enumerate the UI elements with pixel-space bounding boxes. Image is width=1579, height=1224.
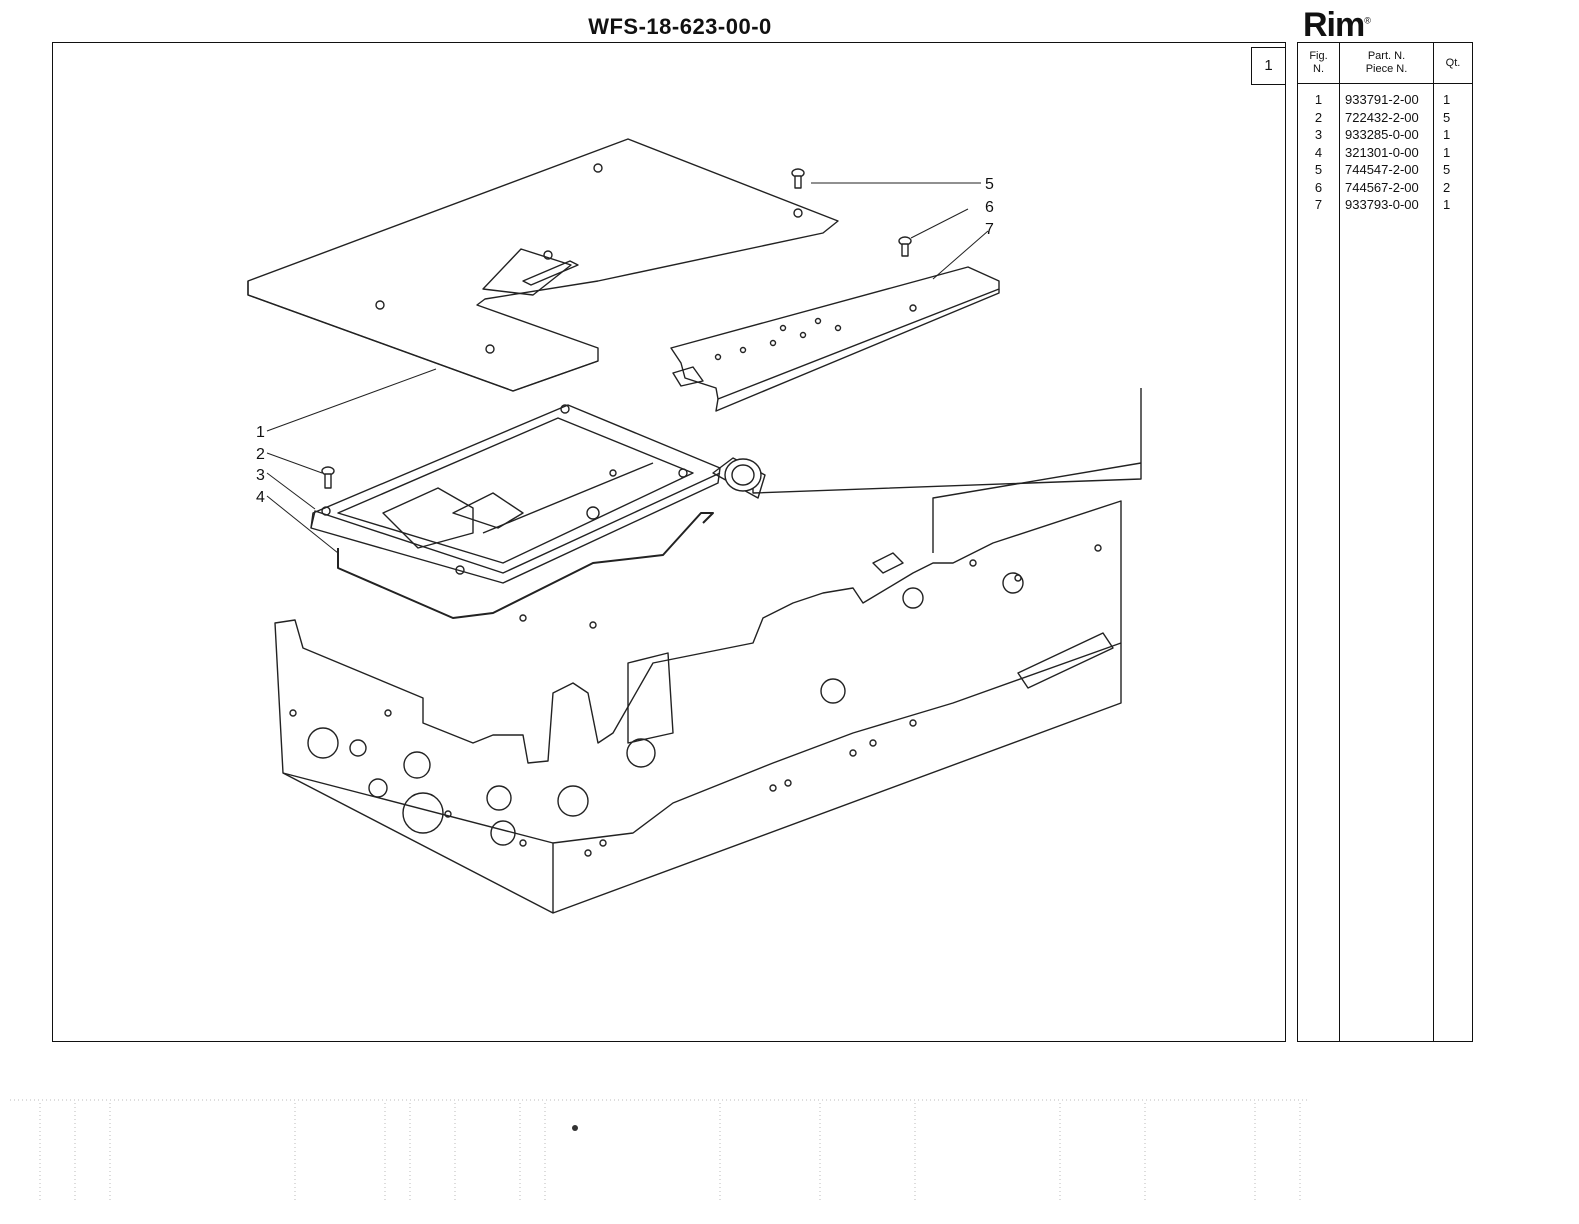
- table-row: 1 933791-2-00 1: [1298, 91, 1472, 109]
- table-row: 4 321301-0-00 1: [1298, 144, 1472, 162]
- parts-list-table: Fig. N. Part. N. Piece N. Qt. 1 933791-2-…: [1297, 42, 1473, 1042]
- callout-7: 7: [985, 221, 994, 238]
- header-divider: [1298, 83, 1472, 84]
- part-number-cell: 744567-2-00: [1345, 179, 1435, 197]
- quantity-cell: 1: [1443, 196, 1455, 214]
- fig-number-cell: 1: [1298, 91, 1339, 109]
- part-number-cell: 933793-0-00: [1345, 196, 1435, 214]
- quantity-cell: 2: [1443, 179, 1455, 197]
- registered-mark: ®: [1364, 16, 1370, 26]
- table-row: 6 744567-2-00 2: [1298, 179, 1472, 197]
- fig-number-cell: 3: [1298, 126, 1339, 144]
- screw-part-2: [322, 467, 334, 488]
- document-title: WFS-18-623-00-0: [540, 14, 820, 40]
- scan-artifact-strip: [0, 1098, 1579, 1208]
- drawing-frame: 1: [52, 42, 1286, 1042]
- header-part-number: Part. N. Piece N.: [1340, 43, 1433, 83]
- quantity-cell: 5: [1443, 109, 1455, 127]
- callout-4: 4: [256, 489, 265, 506]
- side-strip: [671, 267, 999, 411]
- header-quantity: Qt.: [1434, 43, 1472, 83]
- parts-rows: 1 933791-2-00 1 2 722432-2-00 5 3 933285-0-00…: [1298, 91, 1472, 214]
- table-row: 2 722432-2-00 5: [1298, 109, 1472, 127]
- callout-5: 5: [985, 176, 994, 193]
- fig-number-cell: 5: [1298, 161, 1339, 179]
- fig-number-cell: 6: [1298, 179, 1339, 197]
- screw-part-6: [899, 237, 911, 256]
- screw-part-5: [792, 169, 804, 188]
- fig-number-cell: 4: [1298, 144, 1339, 162]
- quantity-cell: 1: [1443, 126, 1455, 144]
- fig-number-cell: 2: [1298, 109, 1339, 127]
- exploded-parts-drawing: 1 2 3 4 5 6 7: [53, 43, 1285, 1041]
- table-row: 3 933285-0-00 1: [1298, 126, 1472, 144]
- part-number-cell: 321301-0-00: [1345, 144, 1435, 162]
- fig-number-cell: 7: [1298, 196, 1339, 214]
- brand-name: Rim: [1303, 6, 1364, 44]
- brand-logo: Rim®: [1303, 6, 1370, 45]
- part-number-cell: 722432-2-00: [1345, 109, 1435, 127]
- header-fig: Fig. N.: [1298, 43, 1339, 83]
- callout-3: 3: [256, 467, 265, 484]
- part-number-cell: 933791-2-00: [1345, 91, 1435, 109]
- callout-2: 2: [256, 446, 265, 463]
- part-number-cell: 744547-2-00: [1345, 161, 1435, 179]
- quantity-cell: 5: [1443, 161, 1455, 179]
- callout-6: 6: [985, 199, 994, 216]
- callout-1: 1: [256, 424, 265, 441]
- quantity-cell: 1: [1443, 91, 1455, 109]
- quantity-cell: 1: [1443, 144, 1455, 162]
- table-row: 7 933793-0-00 1: [1298, 196, 1472, 214]
- table-row: 5 744547-2-00 5: [1298, 161, 1472, 179]
- part-number-cell: 933285-0-00: [1345, 126, 1435, 144]
